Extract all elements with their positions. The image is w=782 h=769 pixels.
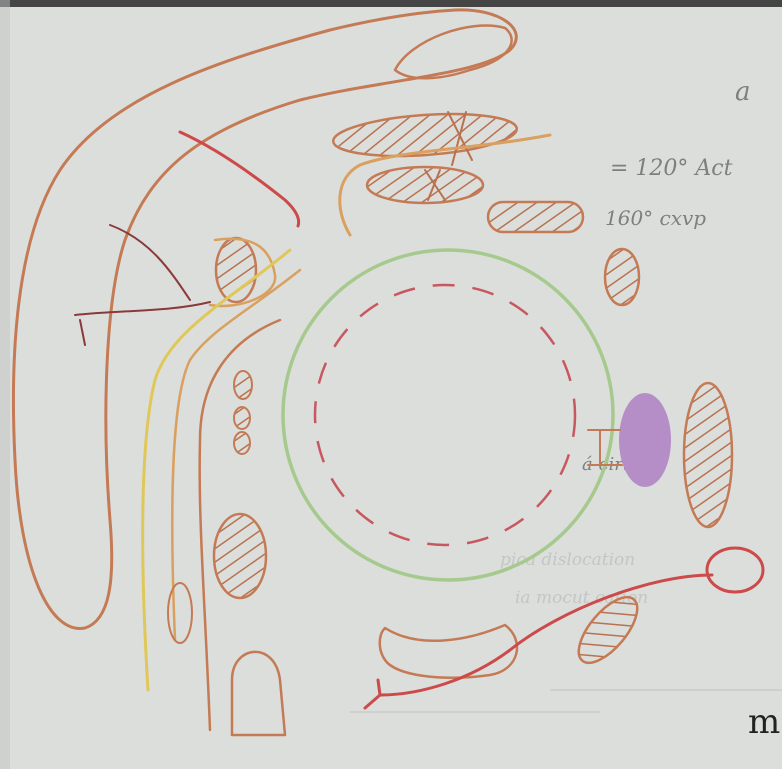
left-edge-shadow bbox=[0, 0, 10, 769]
small-oval-1 bbox=[234, 371, 252, 399]
muscle-oval-lower-left bbox=[214, 514, 266, 598]
muscle-oval-5 bbox=[605, 249, 639, 305]
muscle-oval-right bbox=[684, 383, 732, 527]
glenoid-purple-blob bbox=[619, 393, 671, 487]
note-120-act: = 120° Act bbox=[610, 156, 733, 181]
note-a: a bbox=[735, 77, 751, 107]
small-oval-2 bbox=[234, 407, 250, 429]
top-edge-shadow bbox=[0, 0, 782, 7]
muscle-oval-4 bbox=[488, 202, 583, 232]
note-160-cxvp: 160° cxvp bbox=[605, 206, 706, 230]
muscle-oval-3 bbox=[367, 167, 483, 203]
note-dislocation: picа dislocation bbox=[500, 550, 635, 570]
small-oval-3 bbox=[234, 432, 250, 454]
note-corner-m: m bbox=[748, 702, 780, 742]
